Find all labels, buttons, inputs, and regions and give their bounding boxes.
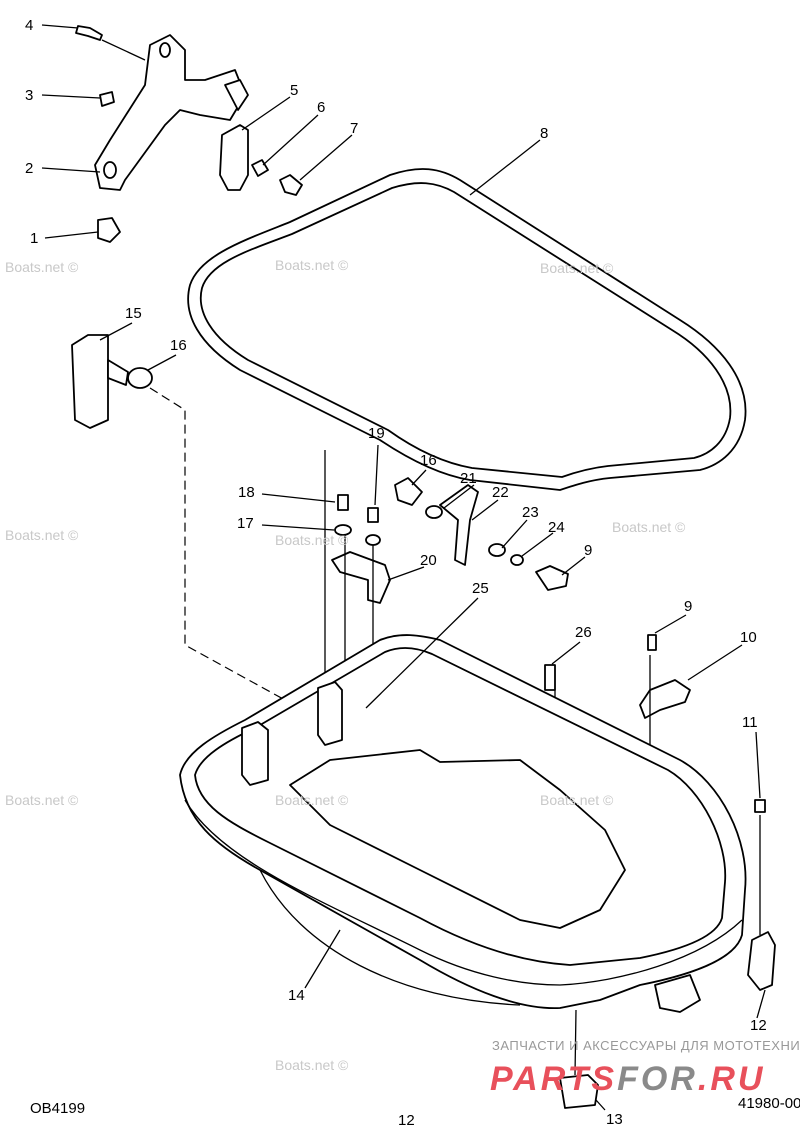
callout-1: 1 bbox=[30, 230, 38, 247]
callout-16b: 16 bbox=[420, 452, 437, 469]
diagram-code: OB4199 bbox=[30, 1100, 85, 1117]
page-number: 12 bbox=[398, 1112, 415, 1129]
callout-15: 15 bbox=[125, 305, 142, 322]
callout-9: 9 bbox=[584, 542, 592, 559]
svg-text:PARTSFOR.RU: PARTSFOR.RU bbox=[490, 1060, 765, 1098]
callout-8: 8 bbox=[540, 125, 548, 142]
callout-4: 4 bbox=[25, 17, 33, 34]
callout-23: 23 bbox=[522, 504, 539, 521]
bracket-assembly bbox=[75, 25, 303, 243]
callout-labels: 4 3 2 1 5 6 7 8 15 16 19 16 18 21 22 17 … bbox=[25, 17, 767, 1128]
callout-24: 24 bbox=[548, 519, 565, 536]
watermark: Boats.net © bbox=[275, 792, 349, 808]
logo-part2: FOR bbox=[617, 1060, 698, 1098]
callout-20: 20 bbox=[420, 552, 437, 569]
watermark: Boats.net © bbox=[275, 1057, 349, 1073]
callout-2: 2 bbox=[25, 160, 33, 177]
watermark: Boats.net © bbox=[5, 527, 79, 543]
logo-part3: .RU bbox=[698, 1060, 766, 1098]
callout-7: 7 bbox=[350, 120, 358, 137]
watermarks: Boats.net © Boats.net © Boats.net © Boat… bbox=[5, 257, 686, 1073]
callout-16: 16 bbox=[170, 337, 187, 354]
watermark: Boats.net © bbox=[5, 792, 79, 808]
callout-18: 18 bbox=[238, 484, 255, 501]
callout-14: 14 bbox=[288, 987, 305, 1004]
callout-26: 26 bbox=[575, 624, 592, 641]
callout-22: 22 bbox=[492, 484, 509, 501]
watermark: Boats.net © bbox=[540, 792, 614, 808]
cowling-gasket bbox=[187, 168, 747, 491]
part-group-code: 41980-00 bbox=[738, 1095, 800, 1112]
callout-6: 6 bbox=[317, 99, 325, 116]
logo-tagline: ЗАПЧАСТИ И АКСЕССУАРЫ ДЛЯ МОТОТЕХНИКИ bbox=[492, 1038, 800, 1053]
callout-5: 5 bbox=[290, 82, 298, 99]
callout-13: 13 bbox=[606, 1111, 623, 1128]
watermark: Boats.net © bbox=[5, 259, 79, 275]
watermark: Boats.net © bbox=[612, 519, 686, 535]
callout-12: 12 bbox=[750, 1017, 767, 1034]
lower-cowling bbox=[179, 634, 747, 1013]
callout-3: 3 bbox=[25, 87, 33, 104]
watermark: Boats.net © bbox=[275, 257, 349, 273]
footer: OB4199 12 41980-00 bbox=[30, 1095, 800, 1129]
hinge-parts bbox=[71, 334, 286, 701]
logo-part1: PARTS bbox=[490, 1060, 617, 1098]
partsfor-logo: ЗАПЧАСТИ И АКСЕССУАРЫ ДЛЯ МОТОТЕХНИКИ PA… bbox=[490, 1038, 800, 1098]
callout-25: 25 bbox=[472, 580, 489, 597]
leader-lines bbox=[41, 24, 766, 1111]
watermark: Boats.net © bbox=[275, 532, 349, 548]
watermark: Boats.net © bbox=[540, 260, 614, 276]
callout-19: 19 bbox=[368, 425, 385, 442]
callout-21: 21 bbox=[460, 470, 477, 487]
callout-11: 11 bbox=[742, 714, 758, 731]
callout-9b: 9 bbox=[684, 598, 692, 615]
callout-17: 17 bbox=[237, 515, 254, 532]
callout-10: 10 bbox=[740, 629, 757, 646]
